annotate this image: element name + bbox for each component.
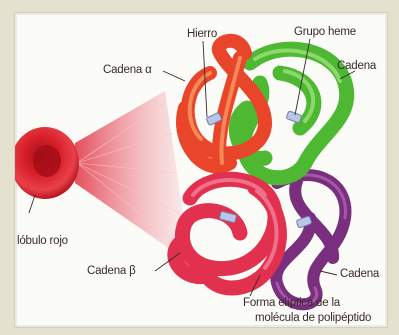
magnification-beam (75, 91, 190, 263)
label-forma-eliptica-line1: Forma elíptica de la (243, 297, 340, 309)
label-cadena-alpha: Cadena α (103, 64, 152, 76)
hemoglobin-illustration (15, 13, 387, 327)
label-hierro: Hierro (187, 28, 217, 40)
label-cadena-delta: Cadena (340, 268, 379, 280)
label-cadena-gamma: Cadena (337, 60, 376, 72)
label-grupo-heme: Grupo heme (294, 26, 356, 38)
label-globulo-rojo: lóbulo rojo (17, 235, 68, 247)
label-forma-eliptica-line2: molécula de polipéptido (255, 312, 371, 324)
figure-panel: Cadena α Hierro Grupo heme Cadena lóbulo… (14, 12, 388, 328)
label-cadena-beta: Cadena β (87, 265, 136, 277)
